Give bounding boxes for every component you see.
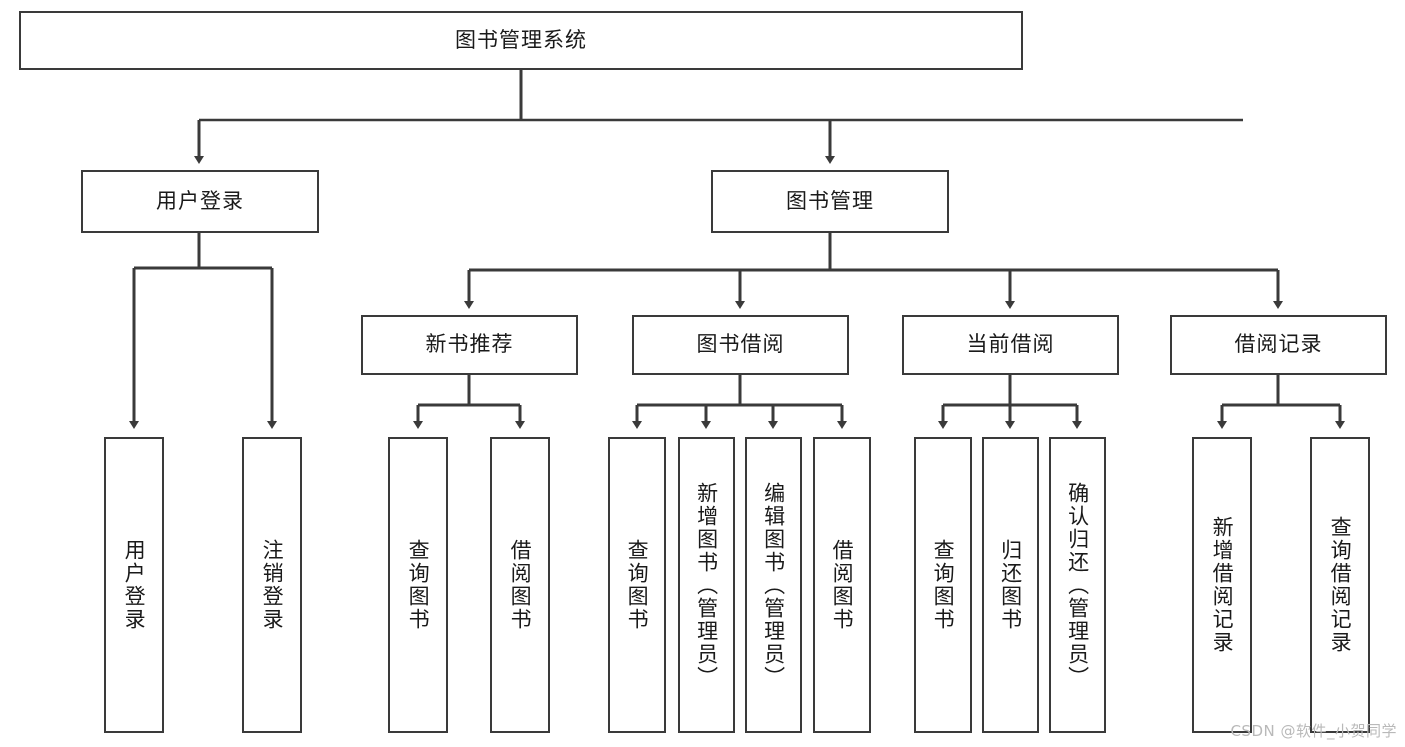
node-root[interactable]: 图书管理系统: [19, 11, 1023, 70]
node-leaf-borrow-book-1[interactable]: 借阅图书: [490, 437, 550, 733]
node-leaf-return-book-label: 归还图书: [998, 539, 1023, 631]
node-book-management[interactable]: 图书管理: [711, 170, 949, 233]
node-leaf-add-record[interactable]: 新增借阅记录: [1192, 437, 1252, 733]
node-user-login-label: 用户登录: [156, 188, 244, 213]
node-borrow-record-label: 借阅记录: [1234, 332, 1323, 357]
node-leaf-query-record-label: 查询借阅记录: [1328, 516, 1353, 654]
node-leaf-query-book-3-label: 查询图书: [931, 539, 956, 631]
csdn-watermark: CSDN @软件_小贺同学: [1230, 722, 1397, 740]
node-leaf-confirm-return[interactable]: 确认归还（管理员）: [1049, 437, 1106, 733]
node-book-borrow[interactable]: 图书借阅: [632, 315, 849, 375]
node-leaf-borrow-book-1-label: 借阅图书: [508, 539, 533, 631]
node-book-management-label: 图书管理: [786, 188, 874, 213]
node-leaf-return-book[interactable]: 归还图书: [982, 437, 1039, 733]
node-leaf-query-book-2-label: 查询图书: [625, 539, 650, 631]
node-leaf-query-book-2[interactable]: 查询图书: [608, 437, 666, 733]
node-new-book-recommend[interactable]: 新书推荐: [361, 315, 578, 375]
node-leaf-query-record[interactable]: 查询借阅记录: [1310, 437, 1370, 733]
node-new-book-recommend-label: 新书推荐: [425, 332, 514, 357]
node-leaf-user-login[interactable]: 用户登录: [104, 437, 164, 733]
node-leaf-query-book-1[interactable]: 查询图书: [388, 437, 448, 733]
node-book-borrow-label: 图书借阅: [696, 332, 785, 357]
node-current-borrow-label: 当前借阅: [966, 332, 1055, 357]
node-current-borrow[interactable]: 当前借阅: [902, 315, 1119, 375]
node-leaf-borrow-book-2-label: 借阅图书: [830, 539, 855, 631]
node-leaf-query-book-3[interactable]: 查询图书: [914, 437, 972, 733]
node-root-label: 图书管理系统: [455, 27, 587, 52]
node-leaf-user-login-label: 用户登录: [122, 539, 147, 631]
node-leaf-confirm-return-label: 确认归还（管理员）: [1065, 481, 1090, 689]
node-leaf-borrow-book-2[interactable]: 借阅图书: [813, 437, 871, 733]
node-leaf-add-record-label: 新增借阅记录: [1210, 516, 1235, 654]
node-leaf-logout[interactable]: 注销登录: [242, 437, 302, 733]
node-leaf-edit-book[interactable]: 编辑图书（管理员）: [745, 437, 802, 733]
node-borrow-record[interactable]: 借阅记录: [1170, 315, 1387, 375]
node-user-login[interactable]: 用户登录: [81, 170, 319, 233]
node-leaf-query-book-1-label: 查询图书: [406, 539, 431, 631]
node-leaf-edit-book-label: 编辑图书（管理员）: [761, 481, 786, 689]
node-leaf-add-book[interactable]: 新增图书（管理员）: [678, 437, 735, 733]
node-leaf-add-book-label: 新增图书（管理员）: [694, 481, 719, 689]
node-leaf-logout-label: 注销登录: [260, 539, 285, 631]
